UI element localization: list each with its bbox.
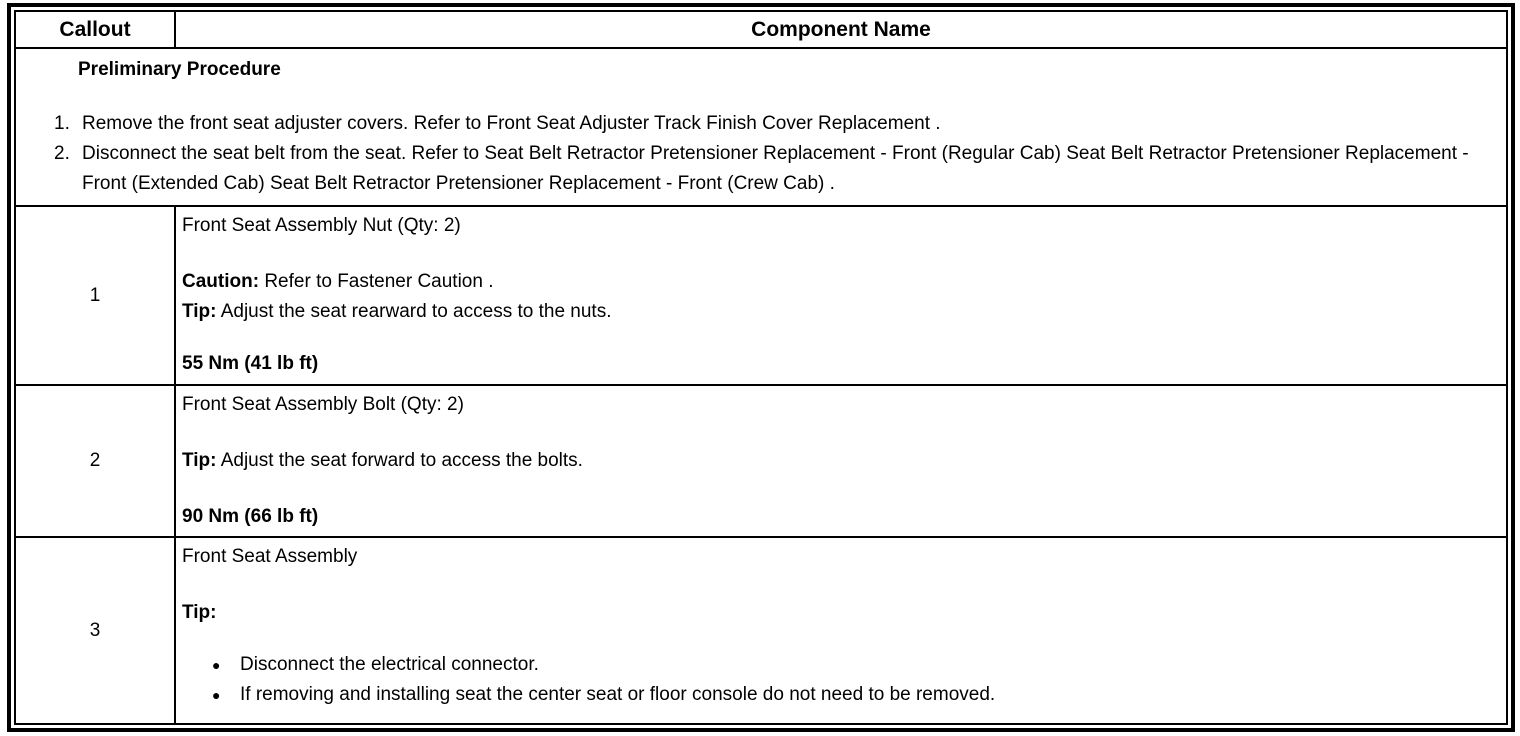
tip-text: Adjust the seat rearward to access to th…: [216, 301, 612, 322]
step-text: Disconnect the seat belt from the seat. …: [82, 143, 1469, 194]
tip-label: Tip:: [182, 602, 217, 623]
component-cell: Front Seat Assembly Tip: ● Disconnect th…: [174, 536, 1508, 725]
step-number: 1.: [54, 113, 70, 134]
tip-line: Tip: Adjust the seat rearward to access …: [182, 297, 1498, 327]
torque-spec: 55 Nm (41 lb ft): [182, 353, 319, 374]
bullet-icon: ●: [212, 687, 221, 703]
table-row: 1 Front Seat Assembly Nut (Qty: 2) Cauti…: [14, 205, 1508, 386]
parts-table-frame: Callout Component Name Preliminary Proce…: [7, 3, 1515, 732]
tip-label: Tip:: [182, 450, 217, 471]
preliminary-procedure-row: Preliminary Procedure 1. Remove the fron…: [14, 47, 1508, 207]
column-header-callout: Callout: [14, 10, 176, 49]
tip-label: Tip:: [182, 301, 217, 322]
tip-bullet-text: Disconnect the electrical connector.: [240, 654, 539, 675]
preliminary-procedure-title: Preliminary Procedure: [78, 59, 281, 80]
table-row: 3 Front Seat Assembly Tip: ● Disconnect …: [14, 536, 1508, 725]
preliminary-procedure-cell: Preliminary Procedure 1. Remove the fron…: [14, 47, 1508, 207]
step-text: Remove the front seat adjuster covers. R…: [82, 113, 941, 134]
tip-line: Tip: Adjust the seat forward to access t…: [182, 446, 1498, 476]
step-number: 2.: [54, 143, 70, 164]
list-item: ● If removing and installing seat the ce…: [182, 680, 1498, 710]
component-name-text: Front Seat Assembly Nut (Qty: 2): [182, 215, 461, 236]
preliminary-step: 1. Remove the front seat adjuster covers…: [54, 109, 1496, 139]
column-header-component-name: Component Name: [174, 10, 1508, 49]
callout-cell: 1: [14, 205, 176, 386]
component-name-text: Front Seat Assembly Bolt (Qty: 2): [182, 394, 464, 415]
table-row: 2 Front Seat Assembly Bolt (Qty: 2) Tip:…: [14, 384, 1508, 538]
tip-bullet-text: If removing and installing seat the cent…: [240, 684, 996, 705]
caution-line: Caution: Refer to Fastener Caution .: [182, 267, 1498, 297]
component-cell: Front Seat Assembly Bolt (Qty: 2) Tip: A…: [174, 384, 1508, 538]
callout-cell: 2: [14, 384, 176, 538]
table-header-row: Callout Component Name: [14, 10, 1508, 49]
component-callout-table: Callout Component Name Preliminary Proce…: [14, 10, 1508, 725]
bullet-icon: ●: [212, 657, 221, 673]
caution-label: Caution:: [182, 271, 260, 292]
component-cell: Front Seat Assembly Nut (Qty: 2) Caution…: [174, 205, 1508, 386]
caution-text: Refer to Fastener Caution .: [259, 271, 494, 292]
torque-spec: 90 Nm (66 lb ft): [182, 506, 319, 527]
tip-text: Adjust the seat forward to access the bo…: [216, 450, 583, 471]
component-name-text: Front Seat Assembly: [182, 546, 358, 567]
callout-cell: 3: [14, 536, 176, 725]
preliminary-step: 2. Disconnect the seat belt from the sea…: [54, 139, 1496, 199]
list-item: ● Disconnect the electrical connector.: [182, 650, 1498, 680]
